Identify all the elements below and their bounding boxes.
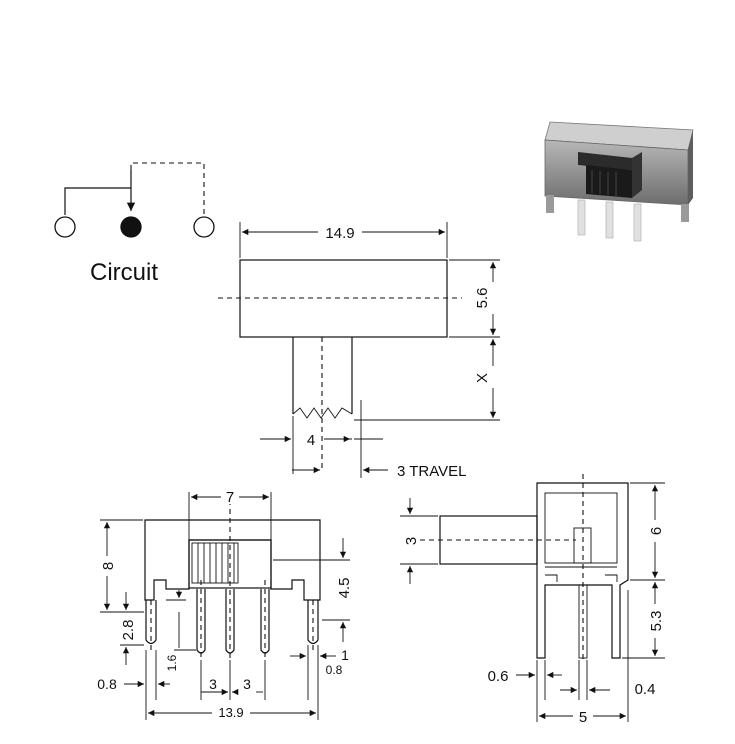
top-x-label: X xyxy=(474,373,491,383)
terminal-right-open xyxy=(193,216,215,238)
top-height-label: 5.6 xyxy=(474,288,491,309)
side-pin-gap-label: 0.4 xyxy=(635,681,656,698)
front-pitch-b-label: 3 xyxy=(243,676,251,692)
terminal-common xyxy=(120,216,142,238)
front-right-lead-label: 1 xyxy=(341,647,349,663)
switch-photo xyxy=(544,121,694,242)
front-body-label: 4.5 xyxy=(336,578,353,599)
front-height-label: 8 xyxy=(100,562,117,570)
side-width-label: 5 xyxy=(579,709,587,726)
front-top-width-label: 7 xyxy=(226,489,234,506)
front-lead-w-right-label: 0.8 xyxy=(326,663,343,677)
front-pitch-a-label: 3 xyxy=(209,676,217,692)
circuit-label: Circuit xyxy=(90,259,158,286)
knob-width-label: 4 xyxy=(307,432,315,449)
front-lead-w-left-label: 0.8 xyxy=(97,676,117,692)
top-view: 14.9 5.6 X 4 3 TRAVEL xyxy=(218,222,500,480)
side-knob-label: 3 xyxy=(403,537,420,545)
side-view: 3 6 5.3 0.6 0.4 5 xyxy=(400,474,665,726)
front-left-lead-label: 2.8 xyxy=(120,620,137,641)
side-pin-label: 5.3 xyxy=(648,611,665,632)
side-height-label: 6 xyxy=(648,527,665,535)
terminal-left-open xyxy=(54,216,76,238)
top-width-label: 14.9 xyxy=(325,225,354,242)
circuit-diagram: Circuit xyxy=(54,162,215,286)
travel-label: 3 TRAVEL xyxy=(397,463,466,480)
front-total-width-label: 13.9 xyxy=(218,705,243,720)
front-lead-len-label: 1.6 xyxy=(165,654,179,671)
side-pin-w-label: 0.6 xyxy=(488,668,509,685)
front-view: 7 8 4.5 2.8 1.6 3 3 xyxy=(97,486,353,720)
